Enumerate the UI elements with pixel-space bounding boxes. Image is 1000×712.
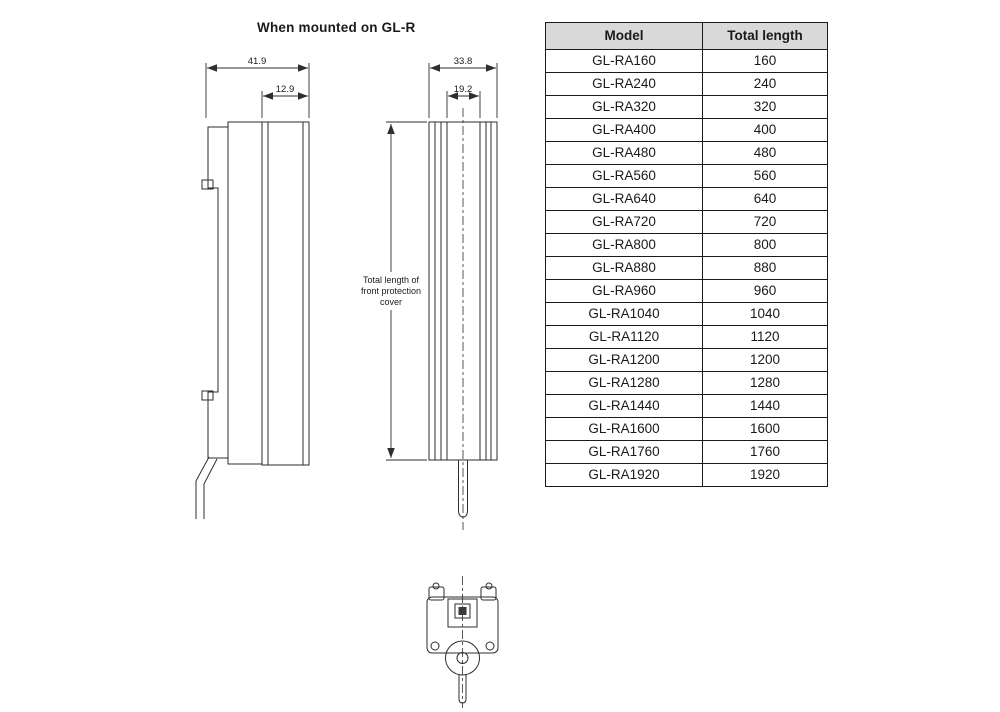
length-cell: 880 xyxy=(702,256,828,280)
dim-side-cover-width: 12.9 xyxy=(276,84,295,95)
model-cell: GL-RA800 xyxy=(545,233,703,257)
model-cell: GL-RA640 xyxy=(545,187,703,211)
table-header-total-length: Total length xyxy=(702,22,828,50)
length-cell: 480 xyxy=(702,141,828,165)
length-cell: 1040 xyxy=(702,302,828,326)
length-cell: 1120 xyxy=(702,325,828,349)
front-view-drawing xyxy=(428,108,498,530)
dim-side-total-width: 41.9 xyxy=(248,56,267,67)
side-view-cover xyxy=(261,121,310,466)
side-view-dimensions xyxy=(205,63,310,118)
model-cell: GL-RA1120 xyxy=(545,325,703,349)
model-cell: GL-RA1760 xyxy=(545,440,703,464)
table-row: GL-RA480 480 xyxy=(545,141,828,165)
table-row: GL-RA320 320 xyxy=(545,95,828,119)
table-row: GL-RA1040 1040 xyxy=(545,302,828,326)
model-cell: GL-RA1280 xyxy=(545,371,703,395)
length-cell: 1440 xyxy=(702,394,828,418)
table-row: GL-RA880 880 xyxy=(545,256,828,280)
table-row: GL-RA1440 1440 xyxy=(545,394,828,418)
table-row: GL-RA1280 1280 xyxy=(545,371,828,395)
table-row: GL-RA720 720 xyxy=(545,210,828,234)
model-cell: GL-RA1040 xyxy=(545,302,703,326)
table-row: GL-RA1920 1920 xyxy=(545,463,828,487)
length-cell: 800 xyxy=(702,233,828,257)
length-cell: 640 xyxy=(702,187,828,211)
length-cell: 560 xyxy=(702,164,828,188)
table-row: GL-RA1120 1120 xyxy=(545,325,828,349)
model-cell: GL-RA480 xyxy=(545,141,703,165)
model-cell: GL-RA880 xyxy=(545,256,703,280)
side-view-drawing xyxy=(195,121,310,519)
front-view-cover-body xyxy=(428,121,498,461)
model-cell: GL-RA560 xyxy=(545,164,703,188)
length-cell: 320 xyxy=(702,95,828,119)
model-cell: GL-RA400 xyxy=(545,118,703,142)
total-length-annotation-line1: Total length of xyxy=(363,275,420,285)
annotation-bg xyxy=(356,272,426,310)
model-length-table: Model Total length GL-RA160 160 GL-RA240… xyxy=(545,22,828,487)
length-cell: 1600 xyxy=(702,417,828,441)
table-row: GL-RA1600 1600 xyxy=(545,417,828,441)
page-title: When mounted on GL-R xyxy=(257,20,416,35)
model-cell: GL-RA1920 xyxy=(545,463,703,487)
model-cell: GL-RA320 xyxy=(545,95,703,119)
model-cell: GL-RA240 xyxy=(545,72,703,96)
dim-front-total-width: 33.8 xyxy=(454,56,473,67)
length-cell: 1760 xyxy=(702,440,828,464)
model-cell: GL-RA160 xyxy=(545,49,703,73)
model-cell: GL-RA960 xyxy=(545,279,703,303)
drawing-labels: 41.9 12.9 33.8 19.2 Total length of fron… xyxy=(248,56,473,307)
table-row: GL-RA1760 1760 xyxy=(545,440,828,464)
table-row: GL-RA560 560 xyxy=(545,164,828,188)
table-row: GL-RA1200 1200 xyxy=(545,348,828,372)
table-header-model: Model xyxy=(545,22,703,50)
side-view-cable xyxy=(195,456,210,519)
table-row: GL-RA640 640 xyxy=(545,187,828,211)
side-view-cable xyxy=(203,458,218,519)
length-cell: 240 xyxy=(702,72,828,96)
end-view-drawing xyxy=(426,576,499,708)
model-cell: GL-RA1200 xyxy=(545,348,703,372)
model-cell: GL-RA720 xyxy=(545,210,703,234)
technical-drawing: 41.9 12.9 33.8 19.2 Total length of fron… xyxy=(195,56,499,708)
dim-front-inner-width: 19.2 xyxy=(454,84,473,95)
length-cell: 400 xyxy=(702,118,828,142)
length-cell: 1200 xyxy=(702,348,828,372)
table-row: GL-RA400 400 xyxy=(545,118,828,142)
front-view-cable xyxy=(458,460,468,518)
total-length-annotation-line2: front protection xyxy=(361,286,421,296)
model-cell: GL-RA1600 xyxy=(545,417,703,441)
total-length-annotation-line3: cover xyxy=(380,297,402,307)
length-cell: 1280 xyxy=(702,371,828,395)
length-cell: 1920 xyxy=(702,463,828,487)
table-header-row: Model Total length xyxy=(545,22,828,50)
model-cell: GL-RA1440 xyxy=(545,394,703,418)
table-row: GL-RA240 240 xyxy=(545,72,828,96)
table-row: GL-RA160 160 xyxy=(545,49,828,73)
length-cell: 160 xyxy=(702,49,828,73)
table-row: GL-RA960 960 xyxy=(545,279,828,303)
length-cell: 960 xyxy=(702,279,828,303)
length-cell: 720 xyxy=(702,210,828,234)
table-row: GL-RA800 800 xyxy=(545,233,828,257)
side-view-body-outline xyxy=(207,121,262,465)
